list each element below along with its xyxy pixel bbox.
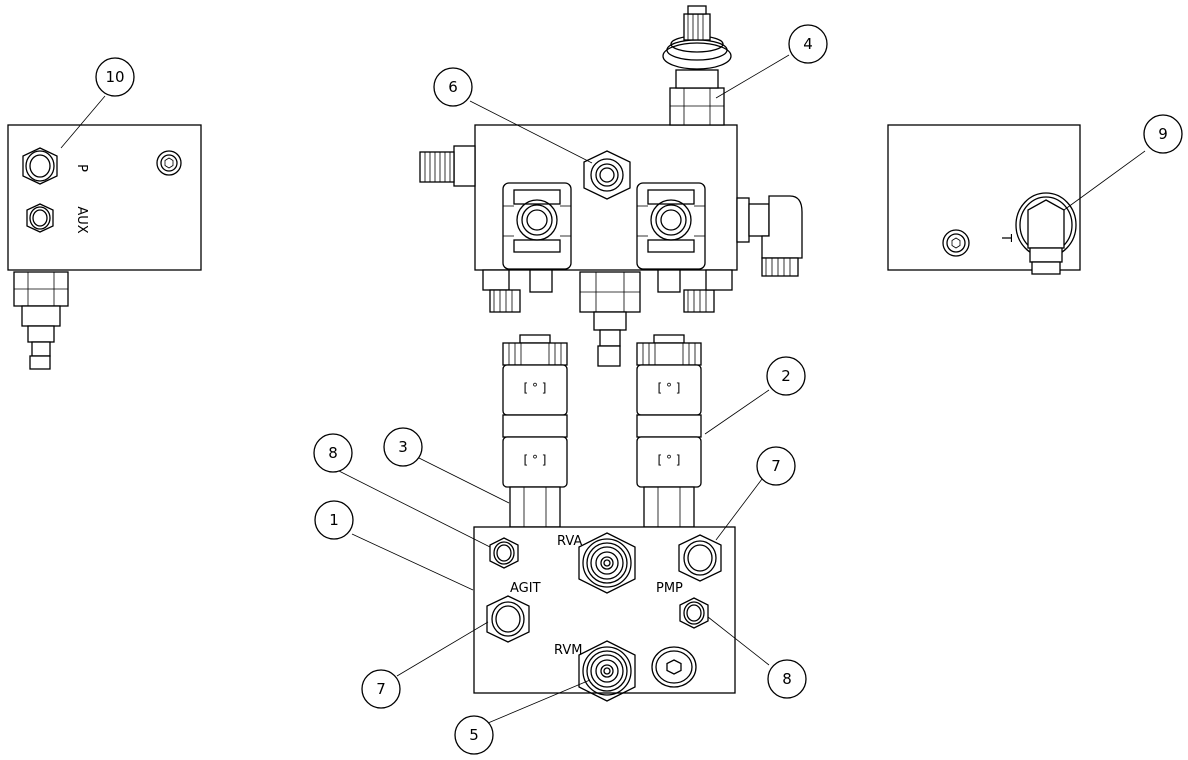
left-solenoid <box>502 182 572 270</box>
svg-text:10: 10 <box>105 68 124 86</box>
callout-8-lower: 8 <box>767 659 807 699</box>
agit-port <box>486 595 530 643</box>
port-label-aux: AUX <box>74 206 89 233</box>
callout-8-upper: 8 <box>313 433 353 473</box>
callout-3: 3 <box>383 427 423 467</box>
callout-9: 9 <box>1143 114 1183 154</box>
port-upper-left <box>489 537 519 569</box>
svg-text:4: 4 <box>803 35 813 53</box>
top-bottom-fittings <box>482 269 733 367</box>
pmp-port <box>678 534 722 582</box>
solenoid-mark-1: [ ° ] <box>524 381 547 395</box>
svg-text:7: 7 <box>376 680 386 698</box>
left-bottom-fitting <box>13 271 69 370</box>
port-label-pmp: PMP <box>656 581 683 596</box>
port-label-rvm: RVM <box>554 643 582 658</box>
callout-7-lower: 7 <box>361 669 401 709</box>
callout-1: 1 <box>314 500 354 540</box>
svg-text:8: 8 <box>328 444 338 462</box>
svg-text:8: 8 <box>782 670 792 688</box>
right-plug <box>942 229 970 257</box>
svg-text:2: 2 <box>781 367 791 385</box>
port-label-rva: RVA <box>557 534 582 549</box>
p-port <box>22 147 58 185</box>
bottom-plug <box>651 646 697 688</box>
callout-2: 2 <box>766 356 806 396</box>
right-side-view: T <box>887 124 1081 275</box>
port-lower-right <box>679 597 709 629</box>
svg-text:9: 9 <box>1158 125 1168 143</box>
svg-text:7: 7 <box>771 457 781 475</box>
svg-text:3: 3 <box>398 438 408 456</box>
port-label-t: T <box>998 233 1013 242</box>
svg-text:5: 5 <box>469 726 479 744</box>
leader-lines <box>60 54 1146 724</box>
right-tube-assembly: [ ° ] [ ° ] <box>636 334 702 528</box>
solenoid-mark-2: [ ° ] <box>524 453 547 467</box>
callout-10: 10 <box>95 57 135 97</box>
port-label-agit: AGIT <box>510 581 541 596</box>
svg-text:1: 1 <box>329 511 339 529</box>
callout-7-upper: 7 <box>756 446 796 486</box>
bottom-manifold: RVA AGIT PMP RVM <box>473 526 736 702</box>
aux-port <box>26 203 54 233</box>
callout-6: 6 <box>433 67 473 107</box>
top-manifold <box>419 5 803 367</box>
center-hex-port <box>583 150 631 200</box>
rva-valve <box>578 532 636 594</box>
solenoid-mark-3: [ ° ] <box>658 381 681 395</box>
left-side-view: P AUX <box>7 124 202 370</box>
gauge-fitting <box>662 5 732 126</box>
t-port <box>1015 192 1077 275</box>
top-left-fitting <box>419 145 476 187</box>
left-tube-assembly: [ ° ] [ ° ] <box>502 334 568 528</box>
port-label-p: P <box>74 164 89 172</box>
right-solenoid <box>636 182 706 270</box>
callout-4: 4 <box>788 24 828 64</box>
svg-text:6: 6 <box>448 78 458 96</box>
rvm-valve <box>578 640 636 702</box>
solenoid-mark-4: [ ° ] <box>658 453 681 467</box>
callout-5: 5 <box>454 715 494 755</box>
top-right-elbow <box>736 195 803 277</box>
left-plug <box>156 150 182 176</box>
left-block <box>7 124 202 271</box>
